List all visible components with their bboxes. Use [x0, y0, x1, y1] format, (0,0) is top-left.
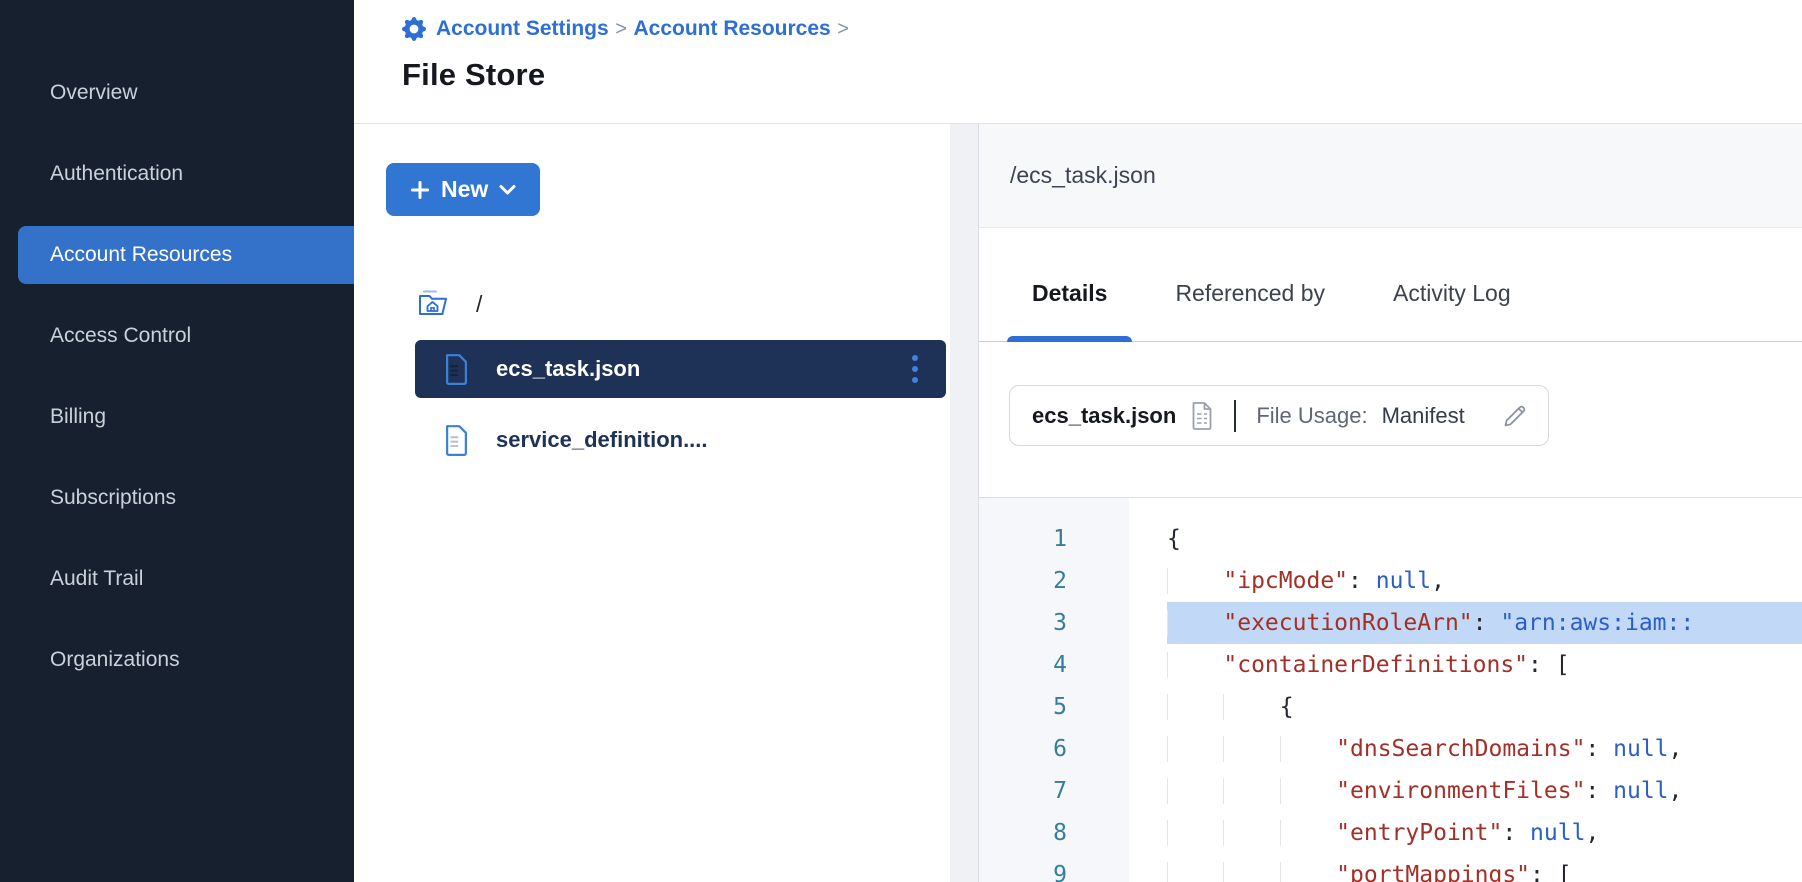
- panel-splitter[interactable]: [950, 124, 978, 882]
- file-usage-value: Manifest: [1381, 402, 1465, 428]
- chevron-down-icon: [499, 184, 516, 196]
- root-folder-label: /: [476, 290, 483, 317]
- sidebar-item-audit-trail[interactable]: Audit Trail: [0, 550, 354, 608]
- file-name: service_definition....: [496, 427, 708, 452]
- code-viewer[interactable]: 1{2 "ipcMode": null,3 "executionRoleArn"…: [979, 497, 1802, 882]
- page-header: Account Settings > Account Resources > F…: [354, 0, 1802, 124]
- code-line: 2 "ipcMode": null,: [979, 560, 1802, 602]
- kebab-menu-icon[interactable]: [904, 349, 926, 389]
- code-line: 1{: [979, 518, 1802, 560]
- edit-usage-button[interactable]: [1502, 403, 1528, 429]
- file-details-panel: /ecs_task.json Details Referenced by Act…: [978, 124, 1802, 882]
- sidebar-item-organizations[interactable]: Organizations: [0, 631, 354, 689]
- sidebar-item-label: Overview: [50, 81, 138, 104]
- file-name: ecs_task.json: [496, 356, 641, 381]
- sidebar-item-access-control[interactable]: Access Control: [0, 307, 354, 365]
- plus-icon: [410, 180, 430, 200]
- line-number: 8: [1053, 820, 1067, 846]
- sidebar-item-label: Access Control: [50, 324, 192, 347]
- sidebar-item-label: Organizations: [50, 648, 180, 671]
- breadcrumb-separator: >: [831, 18, 849, 40]
- file-icon: [443, 424, 470, 456]
- file-path-bar: /ecs_task.json: [979, 124, 1802, 228]
- line-number: 9: [1053, 862, 1067, 882]
- line-number: 1: [1053, 526, 1067, 552]
- sidebar-item-authentication[interactable]: Authentication: [0, 145, 354, 203]
- document-icon: [1190, 401, 1214, 430]
- new-button[interactable]: New: [386, 163, 541, 216]
- code-line: 7 "environmentFiles": null,: [979, 770, 1802, 812]
- file-row[interactable]: service_definition....: [415, 411, 946, 469]
- code-line: 9 "portMappings": [: [979, 854, 1802, 882]
- sidebar-item-billing[interactable]: Billing: [0, 388, 354, 446]
- tab-label: Activity Log: [1393, 280, 1511, 306]
- sidebar-item-label: Authentication: [50, 162, 184, 185]
- settings-sidebar: Overview Authentication Account Resource…: [0, 0, 354, 882]
- breadcrumb-link[interactable]: Account Settings: [436, 17, 609, 40]
- tab-label: Details: [1032, 280, 1108, 306]
- pencil-icon: [1502, 403, 1528, 429]
- tab-label: Referenced by: [1175, 280, 1326, 306]
- breadcrumb: Account Settings > Account Resources >: [402, 14, 1802, 44]
- sidebar-item-overview[interactable]: Overview: [0, 64, 354, 122]
- file-info-box: ecs_task.json File Usage: Manifest: [1009, 385, 1549, 446]
- line-number: 7: [1053, 778, 1067, 804]
- file-list-panel: New / ecs_task.json: [354, 124, 950, 882]
- code-lines: 1{2 "ipcMode": null,3 "executionRoleArn"…: [979, 498, 1802, 882]
- sidebar-item-label: Audit Trail: [50, 567, 144, 590]
- code-line: 8 "entryPoint": null,: [979, 812, 1802, 854]
- gear-icon: [402, 17, 426, 41]
- code-line: 6 "dnsSearchDomains": null,: [979, 728, 1802, 770]
- new-button-label: New: [441, 176, 489, 202]
- sidebar-item-label: Account Resources: [50, 243, 233, 266]
- file-row[interactable]: ecs_task.json: [415, 340, 946, 398]
- details-tabs: Details Referenced by Activity Log: [979, 228, 1802, 342]
- sidebar-item-subscriptions[interactable]: Subscriptions: [0, 469, 354, 527]
- breadcrumb-separator: >: [609, 18, 633, 40]
- file-icon: [443, 353, 470, 385]
- file-rows: ecs_task.json service_definition....: [415, 340, 946, 482]
- page-title: File Store: [402, 57, 546, 92]
- root-folder-row[interactable]: /: [416, 284, 482, 324]
- line-number: 2: [1053, 568, 1067, 594]
- breadcrumb-link[interactable]: Account Resources: [633, 17, 831, 40]
- line-number: 6: [1053, 736, 1067, 762]
- code-line: 3 "executionRoleArn": "arn:aws:iam::: [979, 602, 1802, 644]
- info-divider: [1234, 399, 1237, 432]
- tab-activity-log[interactable]: Activity Log: [1368, 280, 1536, 341]
- tab-details[interactable]: Details: [1007, 280, 1133, 342]
- sidebar-item-account-resources[interactable]: Account Resources: [18, 226, 354, 284]
- line-number: 5: [1053, 694, 1067, 720]
- file-info-name: ecs_task.json: [1032, 402, 1177, 428]
- file-usage-label: File Usage:: [1256, 402, 1368, 428]
- tab-referenced-by[interactable]: Referenced by: [1150, 280, 1350, 341]
- home-folder-icon: [416, 287, 450, 321]
- code-line: 5 {: [979, 686, 1802, 728]
- line-number: 4: [1053, 652, 1067, 678]
- sidebar-item-label: Billing: [50, 405, 107, 428]
- code-gutter: [979, 498, 1129, 882]
- line-number: 3: [1053, 610, 1067, 636]
- sidebar-item-label: Subscriptions: [50, 486, 177, 509]
- code-line: 4 "containerDefinitions": [: [979, 644, 1802, 686]
- file-path: /ecs_task.json: [1010, 162, 1156, 188]
- breadcrumb-links: Account Settings > Account Resources >: [436, 17, 850, 41]
